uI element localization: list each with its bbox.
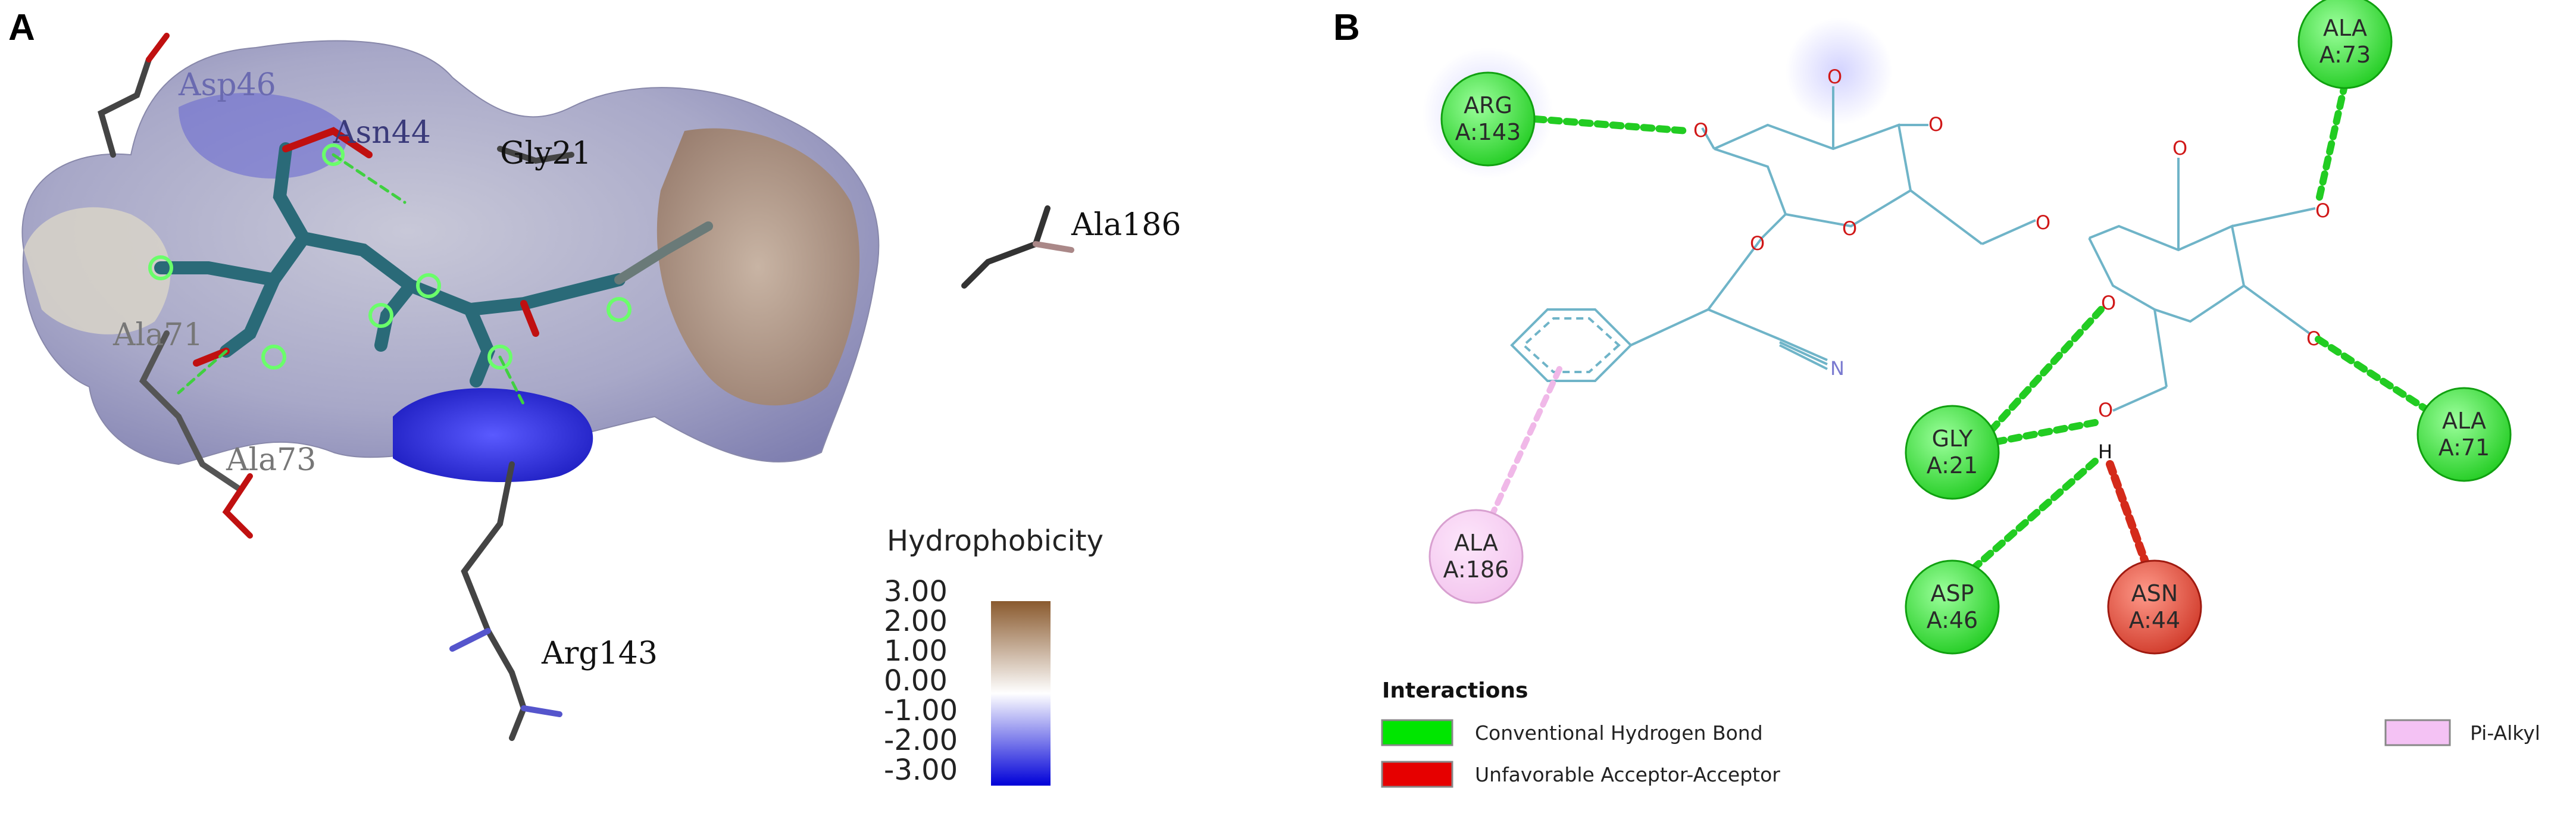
panel-a-residue-labels: Asp46 Asn44 Gly21 Ala186 Ala71 Ala73 Arg… <box>112 67 1181 671</box>
scale-title: Hydrophobicity <box>887 524 1103 558</box>
residue-node-ala186: ALA A:186 <box>1428 509 1524 604</box>
node-arg143-chain: A:143 <box>1455 119 1521 145</box>
node-ala71-chain: A:71 <box>2439 434 2490 461</box>
atom-o-6: O <box>2036 211 2050 234</box>
panel-a-surface <box>21 40 880 482</box>
halo-oxygen-top <box>1786 18 1893 125</box>
scale-tick-4: 0.00 <box>884 664 948 698</box>
legend-label-hbond: Conventional Hydrogen Bond <box>1475 721 1763 745</box>
node-ala71-name: ALA <box>2442 408 2486 434</box>
node-asn44-name: ASN <box>2131 580 2178 606</box>
scale-tick-1: 3.00 <box>884 575 948 608</box>
scale-tick-5: -1.00 <box>884 694 958 727</box>
scale-tick-7: -3.00 <box>884 753 958 787</box>
legend-label-pi-alkyl: Pi-Alkyl <box>2470 721 2540 745</box>
residue-label-ala186: Ala186 <box>1071 207 1181 243</box>
node-ala186-chain: A:186 <box>1443 556 1509 583</box>
residue-node-gly21: GLY A:21 <box>1905 405 2000 500</box>
legend-label-unfavorable: Unfavorable Acceptor-Acceptor <box>1475 763 1780 786</box>
atom-n: N <box>1830 357 1845 380</box>
scale-tick-6: -2.00 <box>884 724 958 757</box>
panel-b-label: B <box>1333 7 1360 48</box>
residue-node-asn44: ASN A:44 <box>2107 559 2202 655</box>
residue-label-ala71: Ala71 <box>112 317 203 353</box>
interactions-legend: Interactions Conventional Hydrogen Bond … <box>1381 678 2540 788</box>
residue-node-asp46: ASP A:46 <box>1905 559 2000 655</box>
atom-h: H <box>2098 440 2112 463</box>
node-gly21-chain: A:21 <box>1927 452 1978 479</box>
atom-o-5: O <box>1750 232 1765 255</box>
node-asn44-chain: A:44 <box>2129 607 2180 633</box>
panel-a-label: A <box>8 7 35 48</box>
legend-swatch-unfavorable <box>1381 761 1453 788</box>
atom-o-4: O <box>1842 217 1857 240</box>
residue-label-arg143: Arg143 <box>541 636 658 671</box>
atom-o-2: O <box>1827 65 1842 88</box>
interaction-lines <box>1485 80 2432 576</box>
legend-title: Interactions <box>1382 678 1528 703</box>
node-arg143-name: ARG <box>1464 92 1512 118</box>
residue-node-ala73: ALA A:73 <box>2297 0 2393 89</box>
hydrophobicity-scale: Hydrophobicity 3.00 2.00 1.00 0.00 -1.00… <box>884 524 1103 787</box>
legend-swatch-pi-alkyl <box>2384 719 2451 746</box>
residue-label-ala73: Ala73 <box>226 442 316 478</box>
node-gly21-name: GLY <box>1932 426 1974 452</box>
legend-swatch-hbond <box>1381 719 1453 746</box>
residue-node-ala71: ALA A:71 <box>2416 387 2512 482</box>
atom-o-8: O <box>2315 199 2330 222</box>
residue-node-arg143: ARG A:143 <box>1440 71 1536 167</box>
scale-tick-2: 2.00 <box>884 605 948 638</box>
residue-label-asp46: Asp46 <box>178 67 276 103</box>
atom-o-7: O <box>2172 137 2187 160</box>
atom-labels: O O O O O O O O O O O N H <box>1693 65 2330 463</box>
residue-label-asn44: Asn44 <box>333 115 431 151</box>
atom-o-3: O <box>1928 113 1943 136</box>
scale-tick-3: 1.00 <box>884 634 948 668</box>
atom-o-1: O <box>1693 119 1708 142</box>
panel-a-ligand <box>148 127 713 406</box>
residue-label-gly21: Gly21 <box>500 136 592 171</box>
scale-colorbar <box>991 601 1051 786</box>
ligand-skeleton <box>1510 86 2316 412</box>
node-asp46-chain: A:46 <box>1927 607 1978 633</box>
node-ala73-name: ALA <box>2323 15 2367 41</box>
node-asp46-name: ASP <box>1930 580 1974 606</box>
node-ala73-chain: A:73 <box>2319 42 2371 68</box>
node-ala186-name: ALA <box>1454 530 1498 556</box>
panel-a-residue-sticks <box>98 33 1074 741</box>
atom-o-11: O <box>2098 399 2113 421</box>
